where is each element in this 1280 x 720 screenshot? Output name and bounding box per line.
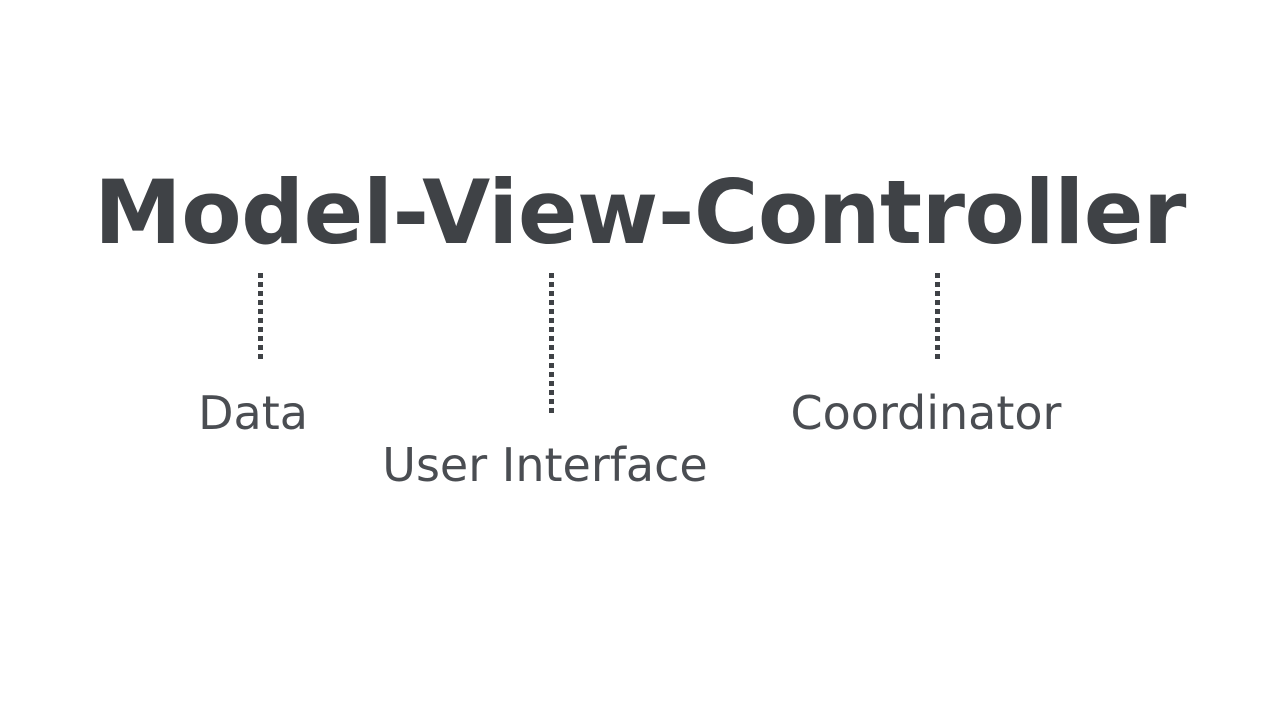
connector-line-controller	[935, 273, 940, 363]
label-coordinator: Coordinator	[790, 386, 1062, 440]
label-data: Data	[198, 386, 308, 440]
page-title: Model-View-Controller	[94, 161, 1186, 264]
label-user-interface: User Interface	[382, 438, 708, 492]
connector-line-view	[549, 273, 554, 415]
connector-line-model	[258, 273, 263, 363]
